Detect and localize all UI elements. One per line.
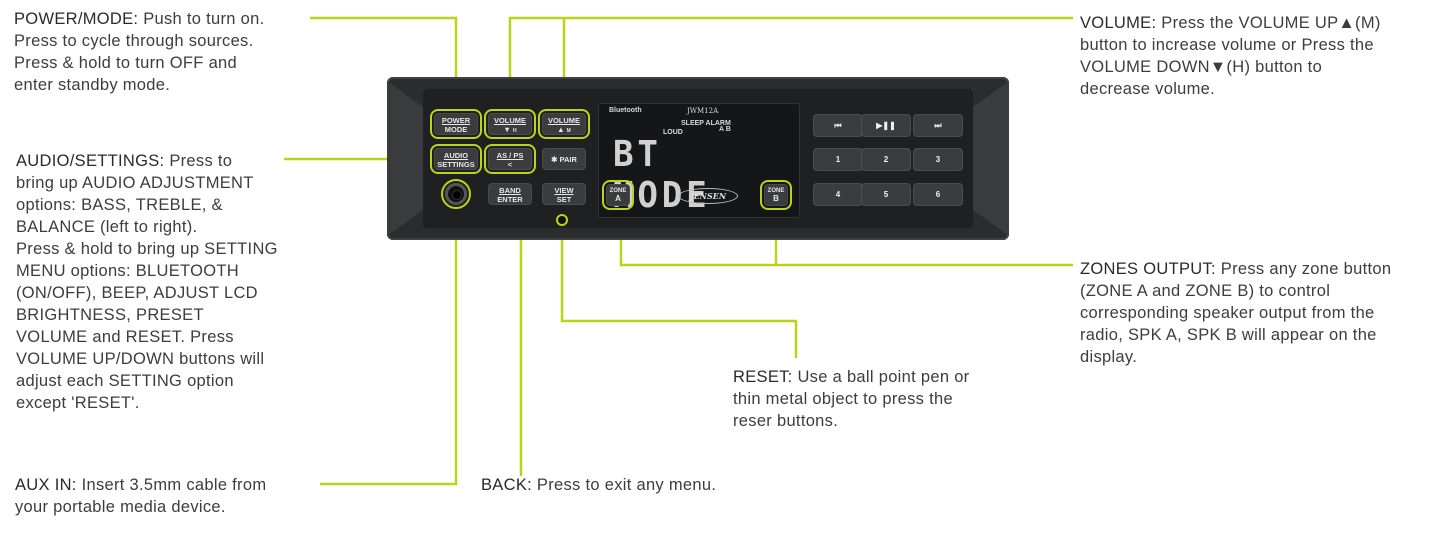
left-wing: [387, 77, 423, 240]
preset-5-button[interactable]: 5: [861, 183, 911, 206]
right-wing: [973, 77, 1009, 240]
reset-button-hole[interactable]: [556, 214, 568, 226]
volume-up-button[interactable]: VOLUME ▲ M: [538, 109, 590, 139]
callout-volume: VOLUME: Press the VOLUME UP▲(M) button t…: [1080, 14, 1381, 98]
preset-1-button[interactable]: 1: [813, 148, 863, 171]
callout-power-mode: POWER/MODE: Push to turn on. Press to cy…: [14, 10, 265, 94]
callout-audio-settings: AUDIO/SETTINGS: Press to bring up AUDIO …: [16, 152, 278, 412]
model-label: JWM12A: [687, 107, 719, 115]
pair-button[interactable]: ✱ PAIR: [542, 148, 586, 170]
preset-2-button[interactable]: 2: [861, 148, 911, 171]
callout-zones-output: ZONES OUTPUT: Press any zone button (ZON…: [1080, 260, 1392, 366]
next-track-button[interactable]: ⏭: [913, 114, 963, 137]
bluetooth-indicator: Bluetooth: [609, 107, 642, 114]
preset-4-button[interactable]: 4: [813, 183, 863, 206]
play-pause-button[interactable]: ▶❚❚: [861, 114, 911, 137]
display-main-text: BT MODE: [613, 134, 711, 216]
power-mode-button[interactable]: POWER MODE: [430, 109, 482, 139]
preset-6-button[interactable]: 6: [913, 183, 963, 206]
loud-indicator: LOUD: [663, 129, 683, 136]
ab-indicator: A B: [719, 126, 731, 133]
sleep-alarm-indicator: SLEEP ALARM: [681, 120, 731, 127]
callout-aux-in: AUX IN: Insert 3.5mm cable from your por…: [15, 476, 267, 516]
volume-down-button[interactable]: VOLUME ▼ H: [484, 109, 536, 139]
jensen-logo: JENSEN: [678, 188, 738, 204]
aux-in-jack: [441, 179, 471, 209]
as-ps-back-button[interactable]: AS / PS <: [484, 144, 536, 174]
callout-back: BACK: Press to exit any menu.: [481, 476, 717, 494]
callout-reset: RESET: Use a ball point pen or thin meta…: [733, 368, 970, 430]
zone-a-button[interactable]: ZONE A: [602, 180, 634, 210]
zone-b-button[interactable]: ZONE B: [760, 180, 792, 210]
view-set-button[interactable]: VIEW SET: [542, 183, 586, 205]
preset-3-button[interactable]: 3: [913, 148, 963, 171]
previous-track-button[interactable]: ⏮: [813, 114, 863, 137]
audio-settings-button[interactable]: AUDIO SETTINGS: [430, 144, 482, 174]
band-enter-button[interactable]: BAND ENTER: [488, 183, 532, 205]
